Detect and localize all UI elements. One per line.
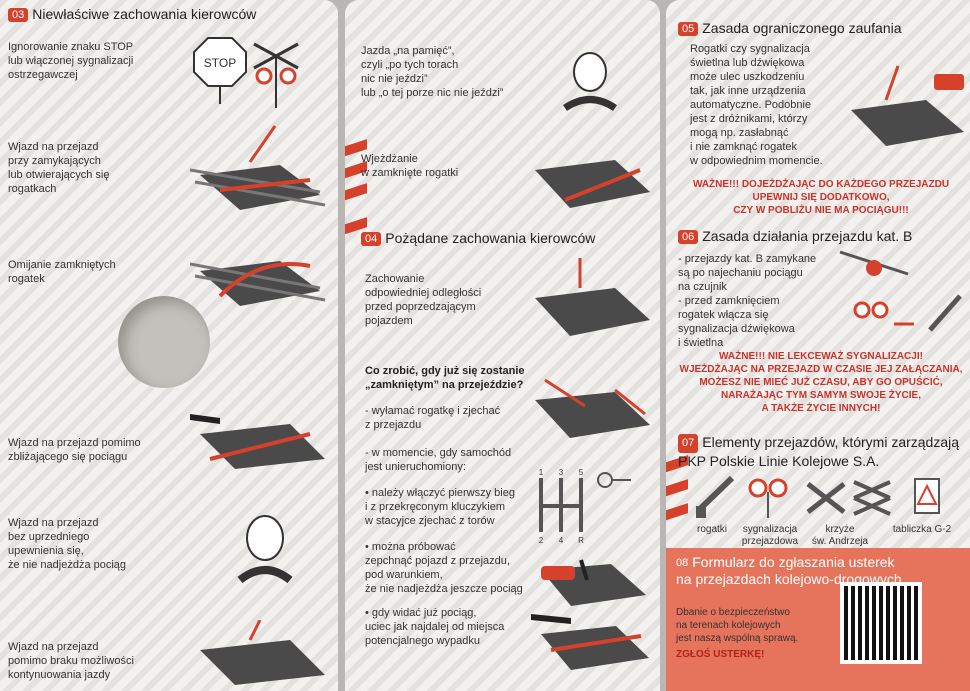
driver-face-icon: [237, 515, 293, 584]
section-number: 08: [676, 557, 689, 570]
push-car-illustration: [541, 559, 646, 606]
signal-light-icon: [748, 478, 788, 518]
section-number: 05: [678, 22, 699, 37]
warning-check-train: WAŻNE!!! DOJEŻDŻAJĄC DO KAŻDEGO PRZEJAZD…: [692, 179, 950, 216]
crossing-illustration: [190, 414, 325, 469]
gear-label: 5: [579, 468, 584, 477]
section-number: 07: [678, 434, 699, 453]
element-label-barrier: rogatki: [696, 524, 727, 535]
crossing-illustration: [531, 614, 649, 670]
barrier-icon: [696, 475, 735, 518]
crossing-truck-illustration: [851, 65, 964, 146]
thinking-face-icon: [563, 52, 617, 111]
cat-b-illustration: [839, 250, 962, 332]
stop-sign-text: STOP: [204, 56, 236, 70]
crossing-illustration: [200, 620, 325, 685]
warning-signal: WAŻNE!!! NIE LEKCEWAŻ SYGNALIZACJI!WJEŻD…: [679, 351, 963, 414]
gear-label: 1: [539, 468, 544, 477]
hanger-hole: [118, 296, 210, 388]
crossing-illustration: [190, 125, 326, 210]
stuck-question-text: Co zrobić, gdy już się zostanie„zamknięt…: [365, 365, 525, 391]
qr-code[interactable]: [844, 586, 918, 660]
gearbox-icon: 1 3 5 2 4 R: [539, 468, 584, 545]
report-fault-link[interactable]: ZGŁOŚ USTERKĘ!: [676, 649, 765, 660]
gear-label: R: [578, 536, 584, 545]
section-number: 04: [361, 232, 382, 247]
g2-sign-icon: [914, 478, 940, 514]
gear-label: 3: [559, 468, 564, 477]
crossing-illustration: [190, 261, 326, 306]
crossing-illustration: [535, 258, 650, 336]
double-cross-icon: [853, 480, 891, 516]
stop-sign-icon: STOP: [193, 37, 247, 104]
run-away-text: • gdy widać już pociąg,uciec jak najdale…: [365, 607, 505, 647]
gear-label: 2: [539, 536, 544, 545]
key-icon: [597, 472, 631, 488]
section-number: 03: [8, 8, 29, 23]
st-andrew-cross-icon: [806, 482, 846, 514]
crossing-illustration: [535, 160, 650, 208]
section-number: 06: [678, 230, 699, 245]
element-label-sign: tabliczka G-2: [892, 524, 952, 535]
crossing-illustration: [535, 378, 650, 438]
crossing-signal-icon: [253, 42, 299, 108]
gear-label: 4: [559, 536, 564, 545]
